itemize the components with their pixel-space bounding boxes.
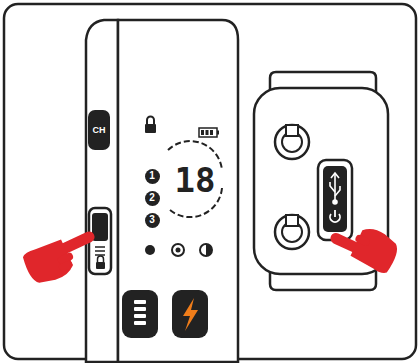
channel-indicator: 1 — [145, 169, 160, 184]
button-label: 1 — [149, 171, 155, 181]
usb-icon — [330, 173, 340, 204]
button-label: 2 — [149, 193, 155, 203]
channel-button: CH — [88, 110, 110, 150]
button-label: 3 — [149, 215, 155, 225]
lock-icon — [145, 117, 156, 133]
indicator-dots — [145, 244, 212, 256]
remote-front — [118, 20, 238, 362]
channel-indicator: 2 — [145, 191, 160, 206]
pointing-hand — [326, 214, 403, 276]
power-icon — [330, 210, 340, 222]
channel-indicator: 3 — [145, 213, 160, 228]
button-label: CH — [93, 126, 106, 135]
channel-display: 18 — [175, 163, 216, 197]
tone-button — [122, 290, 158, 338]
contact-probe — [275, 215, 309, 249]
pointing-hand — [21, 224, 105, 289]
contact-probe — [275, 125, 309, 159]
remote-side — [86, 20, 118, 362]
lightning-icon — [183, 298, 198, 331]
shock-button — [172, 290, 208, 338]
usb-cover — [318, 160, 352, 240]
battery-icon — [199, 128, 219, 137]
